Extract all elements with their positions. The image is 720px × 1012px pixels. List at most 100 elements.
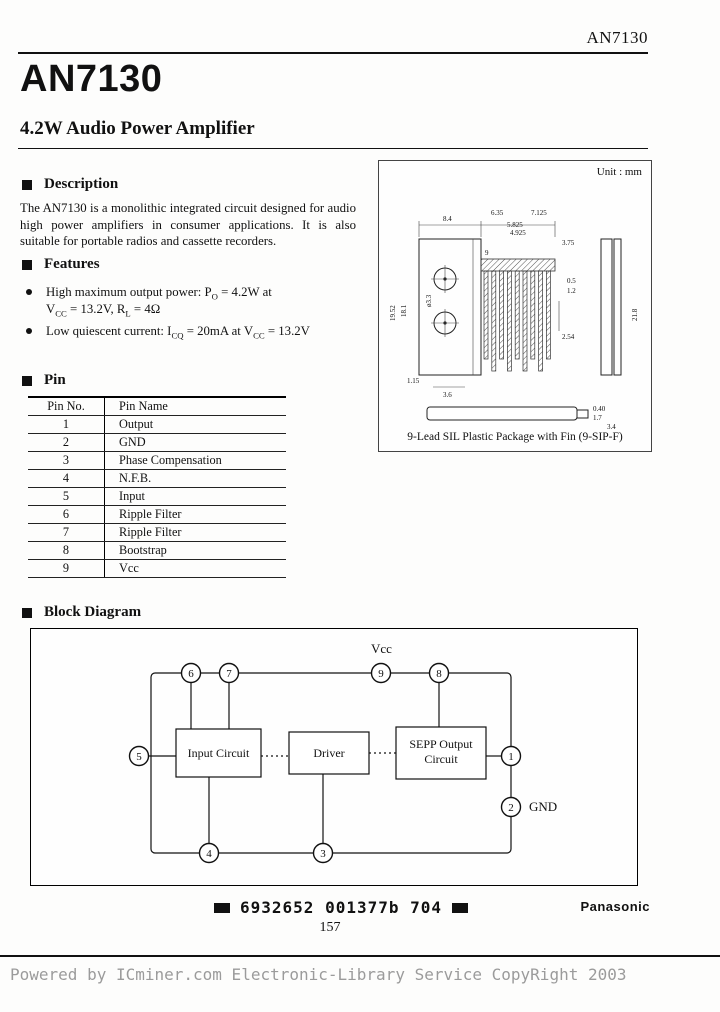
brand-logo: Panasonic: [580, 899, 650, 914]
pin-name: Ripple Filter: [104, 505, 286, 524]
pin-number: 3: [320, 848, 326, 860]
page-title: AN7130: [20, 58, 163, 100]
page-number: 157: [319, 920, 341, 935]
dim-label: 18.1: [400, 304, 408, 317]
dim-label: 3.75: [562, 239, 575, 247]
pin-node-8: 8: [428, 662, 450, 684]
gnd-label: GND: [529, 799, 557, 814]
barcode-block-icon: [214, 902, 230, 913]
pin-number: 7: [226, 668, 232, 680]
pin-no: 3: [28, 451, 105, 470]
pin-no: 5: [28, 487, 105, 506]
pin-no: 7: [28, 523, 105, 542]
pin-no: 1: [28, 415, 105, 434]
pin-no: 9: [28, 559, 105, 578]
block-input-circuit: Input Circuit: [175, 728, 262, 778]
package-pins: [480, 258, 556, 372]
block-label: Driver: [313, 746, 344, 760]
dim-label: 0.40: [593, 405, 606, 413]
features-heading: Features: [22, 256, 100, 273]
pin-number: 5: [136, 751, 142, 763]
feature-item: Low quiescent current: ICQ = 20mA at VCC…: [26, 323, 346, 340]
pin-node-3: 3: [312, 842, 334, 864]
pin-no-header: Pin No.: [28, 397, 105, 416]
pin-node-5: 5: [128, 745, 150, 767]
section-bullet-icon: [22, 259, 32, 270]
pin-number: 8: [436, 668, 442, 680]
dim-label: 7.125: [531, 209, 547, 217]
bottom-rule: [0, 955, 720, 957]
copyright-line: Powered by ICminer.com Electronic-Librar…: [10, 965, 627, 984]
feature-text: Low quiescent current: ICQ = 20mA at VCC…: [46, 324, 310, 341]
pin-heading: Pin: [22, 372, 66, 389]
pin-number: 9: [378, 668, 384, 680]
barcode-block-icon: [452, 902, 469, 913]
description-heading-label: Description: [44, 176, 119, 192]
pin-name: Input: [104, 487, 286, 506]
pin-name: Ripple Filter: [104, 523, 286, 542]
pin-name: Bootstrap: [104, 541, 286, 560]
pin-number: 1: [508, 751, 514, 763]
pin-heading-label: Pin: [44, 372, 66, 388]
pin-name: Phase Compensation: [104, 451, 286, 470]
package-side-view: [600, 238, 622, 376]
description-heading: Description: [22, 176, 118, 193]
block-diagram: Input Circuit Driver SEPP Output Circuit…: [128, 641, 557, 864]
section-bullet-icon: [22, 375, 32, 386]
pin-number: 2: [508, 802, 514, 814]
block-sepp-output: SEPP Output Circuit: [395, 726, 487, 780]
block-diagram-heading: Block Diagram: [22, 604, 141, 621]
header-rule: [18, 52, 648, 54]
description-body: The AN7130 is a monolithic integrated ci…: [20, 201, 356, 249]
pin-no: 2: [28, 433, 105, 452]
pin-number: 6: [188, 668, 194, 680]
dim-label: 3.4: [607, 423, 616, 431]
pin-name: GND: [104, 433, 286, 452]
vcc-label: Vcc: [371, 641, 392, 656]
dim-label: 19.52: [389, 305, 397, 321]
dim-label: 21.8: [631, 308, 639, 321]
block-label: Circuit: [424, 752, 458, 766]
pin-table-header-row: Pin No. Pin Name: [28, 397, 286, 416]
dim-label: 3.6: [443, 391, 452, 399]
block-label: Input Circuit: [188, 746, 250, 760]
package-front-view: [418, 238, 482, 376]
page-subtitle: 4.2W Audio Power Amplifier: [20, 118, 255, 139]
dim-label: 2.54: [562, 333, 575, 341]
barcode-line: 6932652 001377b 704: [214, 898, 469, 917]
package-drawing-panel: Unit : mm: [378, 160, 652, 452]
dimension-lines: [418, 221, 560, 388]
features-heading-label: Features: [44, 256, 100, 272]
subtitle-rule: [18, 148, 648, 149]
pin-name: N.F.B.: [104, 469, 286, 488]
block-label: SEPP Output: [409, 737, 473, 751]
dim-label: 1.15: [407, 377, 420, 385]
dim-label: ø3.3: [425, 294, 433, 307]
section-bullet-icon: [22, 179, 32, 190]
diagram-wires: [148, 682, 501, 843]
dim-label: 1.7: [593, 414, 602, 422]
barcode-text: 6932652 001377b 704: [240, 898, 443, 917]
package-caption: 9-Lead SIL Plastic Package with Fin (9-S…: [407, 431, 623, 443]
pin-no: 8: [28, 541, 105, 560]
section-bullet-icon: [22, 607, 32, 618]
unit-label: Unit : mm: [596, 166, 642, 178]
pin-number: 4: [206, 848, 212, 860]
dim-label: 0.5: [567, 277, 576, 285]
pin-node-2: 2: [500, 796, 522, 818]
block-diagram-heading-label: Block Diagram: [44, 604, 142, 620]
